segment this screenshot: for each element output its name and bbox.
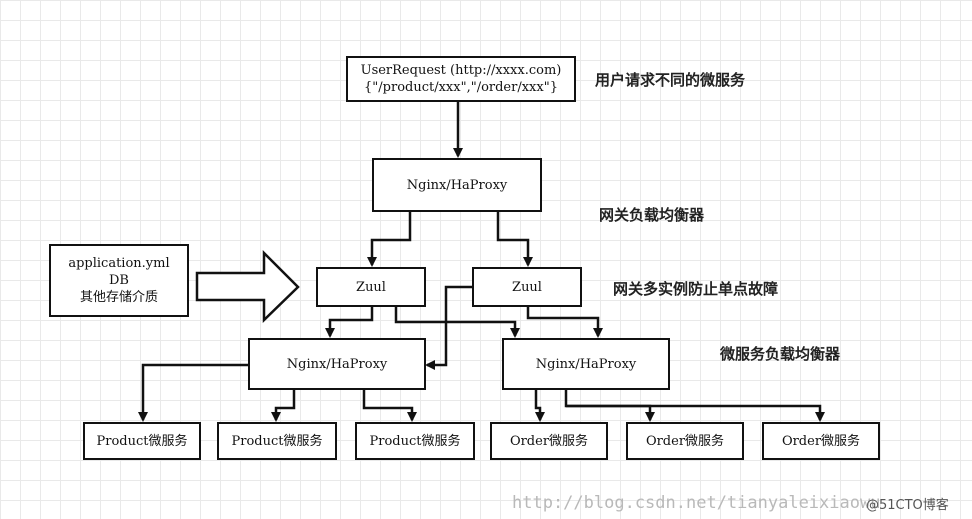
watermark-url: http://blog.csdn.net/tianyaleixiaowu (512, 493, 881, 513)
arrow-zuul-left-to-nginx-left (325, 307, 374, 338)
nginx-right-box: Nginx/HaProxy (502, 338, 670, 390)
config-db: DB (109, 273, 129, 288)
service-label: Order微服务 (645, 433, 725, 449)
service-label: Product微服务 (231, 433, 323, 449)
service-label: Product微服务 (96, 433, 188, 449)
nginx-top-box: Nginx/HaProxy (372, 158, 542, 212)
service-box-order: Order微服务 (626, 422, 744, 460)
label-gateway-lb: 网关负载均衡器 (599, 206, 705, 224)
nginx-right-label: Nginx/HaProxy (535, 356, 637, 372)
label-service-lb: 微服务负载均衡器 (720, 345, 841, 363)
config-other-storage: 其他存储介质 (79, 290, 158, 305)
arrow-to-order-3 (566, 404, 825, 422)
brand-logo-text: @51CTO博客 (866, 498, 949, 513)
config-box: application.yml DB 其他存储介质 (49, 244, 189, 317)
arrow-to-product-2 (271, 390, 296, 422)
service-box-order: Order微服务 (490, 422, 608, 460)
arrow-to-order-1 (534, 390, 545, 422)
label-user-request: 用户请求不同的微服务 (595, 71, 746, 89)
service-box-product: Product微服务 (355, 422, 475, 460)
arrow-to-product-1 (138, 363, 248, 422)
user-request-paths: {"/product/xxx","/order/xxx"} (364, 80, 558, 95)
service-box-product: Product微服务 (83, 422, 201, 460)
arrow-zuul-right-to-nginx-right (526, 307, 603, 338)
zuul-right-label: Zuul (512, 279, 542, 295)
arrow-zuul-left-to-nginx-right (394, 307, 520, 338)
nginx-top-label: Nginx/HaProxy (406, 177, 508, 193)
nginx-left-box: Nginx/HaProxy (248, 338, 426, 390)
zuul-right-box: Zuul (472, 267, 582, 307)
config-yml: application.yml (68, 256, 170, 271)
user-request-box: UserRequest (http://xxxx.com) {"/product… (346, 56, 576, 102)
service-label: Order微服务 (509, 433, 589, 449)
arrow-to-product-3 (362, 390, 417, 422)
nginx-left-label: Nginx/HaProxy (286, 356, 388, 372)
config-hollow-arrow (195, 249, 300, 323)
service-box-product: Product微服务 (217, 422, 337, 460)
zuul-left-box: Zuul (316, 267, 426, 307)
zuul-left-label: Zuul (356, 279, 386, 295)
arrow-nginx-to-zuul-left (367, 212, 412, 267)
label-gateway-multi: 网关多实例防止单点故障 (613, 280, 779, 298)
service-box-order: Order微服务 (762, 422, 880, 460)
user-request-url: UserRequest (http://xxxx.com) (360, 63, 562, 78)
arrow-zuul-right-to-nginx-left (425, 285, 472, 370)
arrow-nginx-to-zuul-right (496, 212, 533, 267)
service-label: Order微服务 (781, 433, 861, 449)
service-label: Product微服务 (369, 433, 461, 449)
